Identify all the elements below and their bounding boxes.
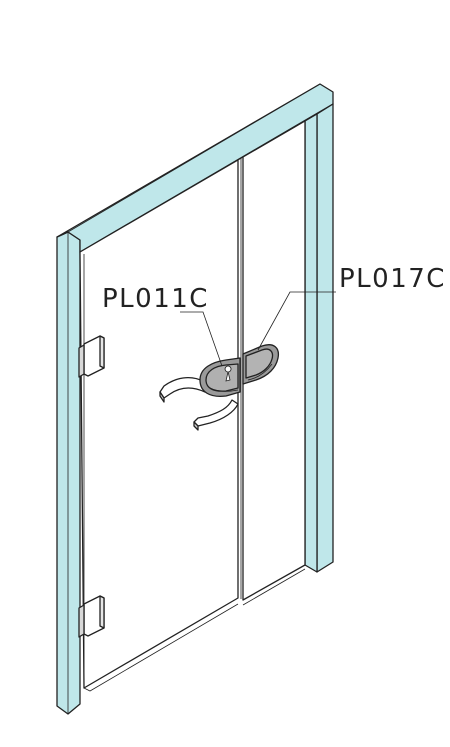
door-handles	[159, 376, 239, 431]
top-hinge-side	[99, 335, 105, 369]
label-pl011c: PL011C	[102, 284, 209, 314]
top-hinge	[78, 335, 105, 378]
bottom-hinge-knuckle	[78, 604, 85, 638]
door-leaves	[79, 120, 306, 692]
door-bottom-edge-right	[242, 568, 306, 606]
lock-assembly	[199, 344, 280, 398]
frame-left-jamb	[56, 231, 81, 715]
door-bottom-edge	[83, 603, 239, 692]
lock-pl017c-face	[245, 348, 274, 379]
lock-pl011c-edge	[209, 387, 239, 392]
upper-handle-end	[159, 391, 165, 403]
top-hinge-knuckle	[78, 344, 85, 378]
frame-head-edge	[67, 83, 321, 233]
leader-lines	[180, 291, 336, 367]
bottom-hinge-side	[99, 595, 105, 629]
leader-line-pl017c	[257, 291, 336, 351]
label-pl017c: PL017C	[339, 264, 446, 294]
keyhole-icon	[224, 365, 232, 382]
lock-pl017c-edge	[247, 363, 273, 381]
leader-line-pl011c	[180, 311, 223, 367]
frame-right-jamb-face	[304, 113, 318, 573]
bottom-hinge	[78, 595, 105, 638]
frame-right-jamb	[316, 103, 334, 573]
lower-handle-end	[193, 421, 199, 431]
